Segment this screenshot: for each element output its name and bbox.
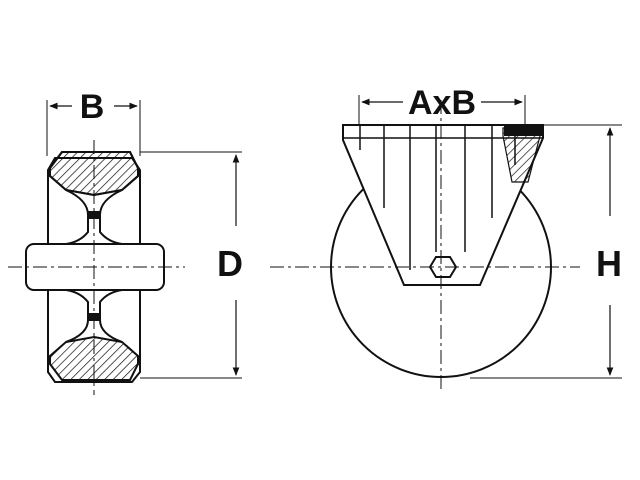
label-h: H bbox=[596, 243, 622, 284]
label-axb: AxB bbox=[408, 84, 476, 122]
wheel-side-section-view bbox=[8, 100, 242, 395]
label-d: D bbox=[217, 243, 243, 284]
caster-front-view bbox=[270, 95, 622, 390]
label-b: B bbox=[80, 88, 105, 126]
